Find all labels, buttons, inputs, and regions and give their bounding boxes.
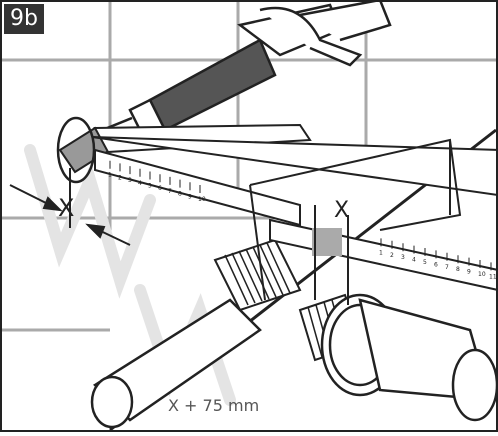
ruler-tick-label: 1 xyxy=(108,172,112,179)
step-number-badge: 9b xyxy=(4,4,44,34)
ruler-tick-label: 8 xyxy=(456,266,460,273)
ruler-tick-label: 10 xyxy=(198,196,206,203)
ruler-tick-label: 3 xyxy=(401,254,405,261)
measure-arrows-left xyxy=(9,168,131,246)
ruler-tick-label: 6 xyxy=(158,185,162,192)
ruler-tick-label: 9 xyxy=(188,193,192,200)
ruler-tick-label: 1 xyxy=(379,249,383,256)
ruler-right xyxy=(269,218,496,291)
ruler-tick-label: 10 xyxy=(478,271,486,278)
ruler-tick-label: 6 xyxy=(434,261,438,268)
ruler-tick-label: 11 xyxy=(489,273,497,280)
ruler-tick-label: 5 xyxy=(423,259,427,266)
ruler-tick-label: 2 xyxy=(118,174,122,181)
measure-label-x-left: X xyxy=(58,194,75,222)
ruler-tick-label: 7 xyxy=(445,264,449,271)
ruler-tick-label: 5 xyxy=(148,183,152,190)
screwdriver-handle xyxy=(90,298,262,429)
ruler-left xyxy=(94,148,301,227)
ruler-tick-label: 3 xyxy=(128,177,132,184)
measure-label-x-right: X xyxy=(334,198,350,223)
ruler-tick-label: 4 xyxy=(138,180,142,187)
ruler-tick-label: 8 xyxy=(178,191,182,198)
ruler-tick-label: 4 xyxy=(412,257,416,264)
measure-lines-right xyxy=(314,205,349,305)
ruler-tick-label: 2 xyxy=(390,252,394,259)
ruler-tick-label: 9 xyxy=(467,269,471,276)
mounting-frame xyxy=(249,138,462,301)
ruler-tick-label: 7 xyxy=(168,188,172,195)
length-formula-label: X + 75 mm xyxy=(168,396,260,415)
caulk-gun xyxy=(89,2,392,142)
rosette xyxy=(320,293,496,422)
